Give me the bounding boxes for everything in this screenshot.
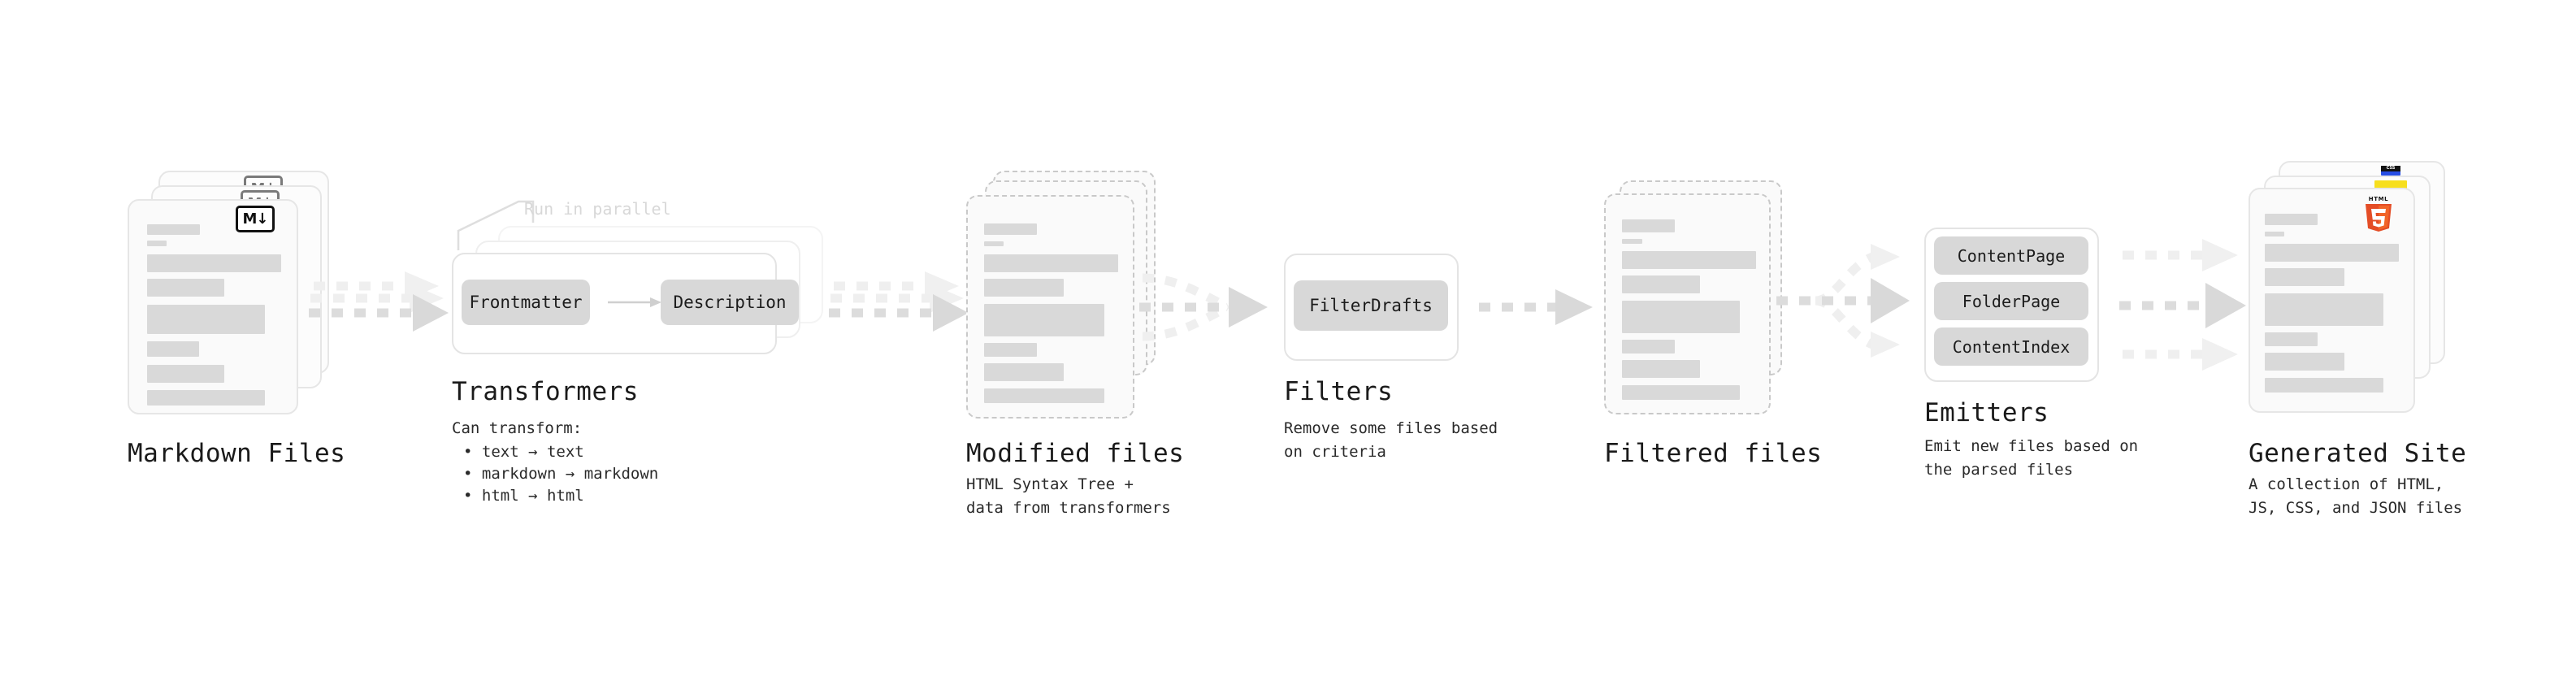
text-line <box>984 223 1037 235</box>
text-line <box>147 341 199 357</box>
text-line <box>984 241 1004 246</box>
connector-md-to-transformers <box>309 271 449 332</box>
text-line <box>2265 232 2284 236</box>
markdown-file-card <box>128 199 298 414</box>
markdown-icon: M↓ <box>236 206 275 232</box>
transform-bullet-2: • html → html <box>463 487 584 505</box>
run-in-parallel-brace <box>457 200 535 250</box>
text-line <box>147 254 281 272</box>
text-line <box>1622 239 1642 244</box>
text-line <box>1622 385 1740 400</box>
transformer-pill-description[interactable]: Description <box>661 280 799 325</box>
stage-desc-generated-site: A collection of HTML, JS, CSS, and JSON … <box>2249 475 2463 517</box>
text-line <box>2265 293 2383 326</box>
stage-desc-transformers: Can transform: <box>452 419 583 437</box>
css-icon-label: CSS <box>2381 166 2400 171</box>
transformer-inner-arrow <box>608 297 661 307</box>
run-in-parallel-label: Run in parallel <box>524 199 671 219</box>
text-line <box>1622 301 1740 333</box>
svg-text:HTML: HTML <box>2369 196 2388 202</box>
text-line <box>984 343 1037 357</box>
stage-title-generated-site: Generated Site <box>2249 439 2467 468</box>
emitter-pill-folderpage[interactable]: FolderPage <box>1934 282 2088 320</box>
stage-title-filtered-files: Filtered files <box>1604 439 1823 468</box>
emitter-pill-contentindex[interactable]: ContentIndex <box>1934 327 2088 366</box>
stage-title-transformers: Transformers <box>452 377 639 406</box>
connector-emitters-to-site <box>2119 239 2246 371</box>
text-line <box>984 388 1104 403</box>
text-line <box>147 390 265 406</box>
text-line <box>2265 244 2399 262</box>
text-line <box>984 363 1064 381</box>
text-line <box>2265 214 2318 225</box>
text-line <box>1622 275 1700 293</box>
text-line <box>2265 378 2383 393</box>
text-line <box>2265 268 2344 286</box>
connector-filtered-to-emitters <box>1776 244 1910 358</box>
filter-pill-filterdrafts[interactable]: FilterDrafts <box>1294 280 1448 331</box>
stage-title-filters: Filters <box>1284 377 1394 406</box>
text-line <box>147 279 224 297</box>
text-line <box>147 365 224 383</box>
transformer-pill-frontmatter[interactable]: Frontmatter <box>462 280 590 325</box>
text-line <box>984 254 1118 272</box>
text-line <box>2265 332 2318 346</box>
stage-desc-emitters: Emit new files based on the parsed files <box>1924 437 2139 479</box>
modified-file-card <box>966 195 1134 419</box>
html5-icon: HTML <box>2366 196 2392 232</box>
filtered-file-card <box>1604 193 1771 414</box>
transform-bullet-0: • text → text <box>463 443 584 461</box>
text-line <box>1622 251 1756 269</box>
text-line <box>147 241 167 246</box>
connector-modified-to-filters <box>1139 273 1268 341</box>
text-line <box>2265 353 2344 371</box>
stage-desc-filters: Remove some files based on criteria <box>1284 419 1498 461</box>
stage-desc-modified-files: HTML Syntax Tree + data from transformer… <box>966 475 1171 517</box>
emitter-pill-contentpage[interactable]: ContentPage <box>1934 236 2088 275</box>
text-line <box>1622 219 1675 232</box>
stage-title-markdown-files: Markdown Files <box>128 439 346 468</box>
transform-bullet-1: • markdown → markdown <box>463 465 659 483</box>
css-icon: CSS <box>2381 166 2400 176</box>
connector-transformers-to-modified <box>829 271 969 332</box>
text-line <box>984 279 1064 297</box>
text-line <box>1622 360 1700 378</box>
stage-title-emitters: Emitters <box>1924 398 2049 427</box>
text-line <box>984 304 1104 336</box>
text-line <box>147 305 265 334</box>
stage-title-modified-files: Modified files <box>966 439 1185 468</box>
text-line <box>147 224 200 235</box>
text-line <box>1622 340 1675 354</box>
connector-filters-to-filtered <box>1479 289 1593 325</box>
